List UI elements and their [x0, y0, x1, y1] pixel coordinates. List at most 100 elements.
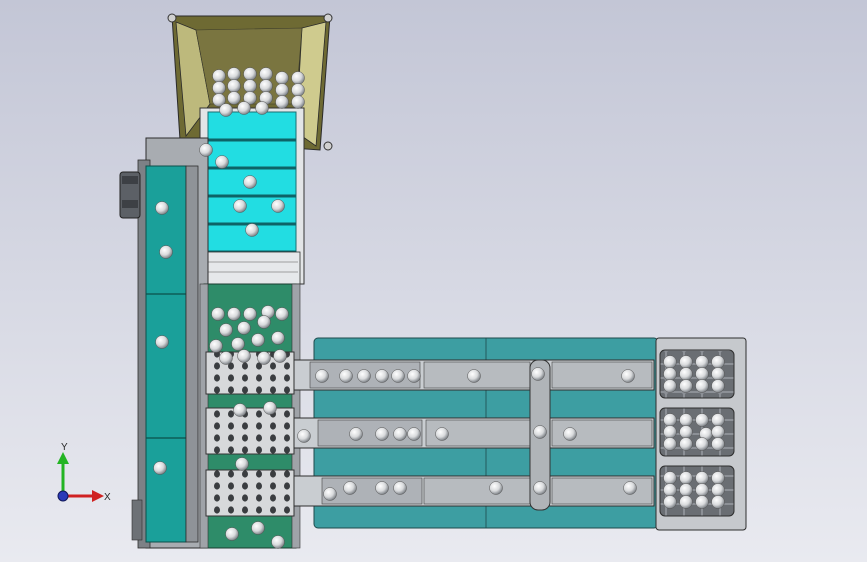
product-ball [275, 95, 289, 109]
product-ball [679, 367, 693, 381]
product-ball [219, 351, 233, 365]
product-ball [339, 369, 353, 383]
product-ball [711, 367, 725, 381]
product-ball [679, 413, 693, 427]
product-ball [695, 437, 709, 451]
product-ball [375, 369, 389, 383]
incline-conveyor [199, 107, 305, 285]
product-ball [237, 321, 251, 335]
axis-triad: Y X [57, 442, 111, 503]
product-ball [273, 349, 287, 363]
product-ball [227, 79, 241, 93]
product-ball [711, 379, 725, 393]
product-ball [291, 83, 305, 97]
product-ball [255, 101, 269, 115]
product-ball [153, 461, 167, 475]
product-ball [227, 67, 241, 81]
product-ball [225, 527, 239, 541]
product-ball [391, 369, 405, 383]
product-ball [231, 337, 245, 351]
product-ball [233, 199, 247, 213]
product-ball [623, 481, 637, 495]
product-ball [393, 427, 407, 441]
product-ball [531, 367, 545, 381]
product-ball [695, 483, 709, 497]
product-ball [257, 315, 271, 329]
product-ball [227, 307, 241, 321]
product-ball [679, 379, 693, 393]
product-ball [407, 369, 421, 383]
product-ball [695, 367, 709, 381]
product-ball [679, 495, 693, 509]
elevator-tower [131, 137, 209, 549]
product-ball [393, 481, 407, 495]
product-ball [349, 427, 363, 441]
product-ball [679, 471, 693, 485]
product-ball [663, 355, 677, 369]
product-ball [237, 349, 251, 363]
product-ball [271, 331, 285, 345]
perforated-roller-3 [205, 469, 295, 517]
product-ball [271, 535, 285, 549]
product-ball [259, 79, 273, 93]
product-ball [155, 335, 169, 349]
product-ball [215, 155, 229, 169]
output-lane-2 [293, 417, 655, 449]
product-ball [323, 487, 337, 501]
product-ball [663, 471, 677, 485]
product-ball [315, 369, 329, 383]
product-ball [227, 91, 241, 105]
product-ball [679, 355, 693, 369]
product-ball [243, 175, 257, 189]
product-ball [297, 429, 311, 443]
product-ball [257, 351, 271, 365]
product-ball [235, 457, 249, 471]
product-ball [533, 481, 547, 495]
product-ball [663, 483, 677, 497]
product-ball [271, 199, 285, 213]
product-ball [212, 93, 226, 107]
product-ball [212, 81, 226, 95]
product-ball [679, 425, 693, 439]
product-ball [711, 413, 725, 427]
product-ball [711, 425, 725, 439]
product-ball [343, 481, 357, 495]
product-ball [209, 339, 223, 353]
product-ball [489, 481, 503, 495]
product-ball [237, 101, 251, 115]
product-ball [357, 369, 371, 383]
product-ball [663, 425, 677, 439]
product-ball [211, 307, 225, 321]
y-axis-label: Y [61, 442, 68, 453]
product-ball [435, 427, 449, 441]
product-ball [695, 471, 709, 485]
product-ball [219, 323, 233, 337]
product-ball [711, 437, 725, 451]
product-ball [711, 355, 725, 369]
product-ball [251, 521, 265, 535]
product-ball [695, 495, 709, 509]
product-ball [243, 79, 257, 93]
products [153, 67, 725, 549]
product-ball [407, 427, 421, 441]
product-ball [663, 413, 677, 427]
product-ball [711, 483, 725, 497]
product-ball [245, 223, 259, 237]
product-ball [212, 69, 226, 83]
product-ball [679, 483, 693, 497]
product-ball [291, 95, 305, 109]
product-ball [233, 403, 247, 417]
product-ball [695, 355, 709, 369]
product-ball [243, 307, 257, 321]
product-ball [155, 201, 169, 215]
product-ball [467, 369, 481, 383]
product-ball [711, 495, 725, 509]
product-ball [663, 379, 677, 393]
output-lane-3 [293, 475, 655, 507]
product-ball [243, 91, 257, 105]
product-ball [243, 67, 257, 81]
product-ball [695, 379, 709, 393]
product-ball [375, 481, 389, 495]
product-ball [563, 427, 577, 441]
